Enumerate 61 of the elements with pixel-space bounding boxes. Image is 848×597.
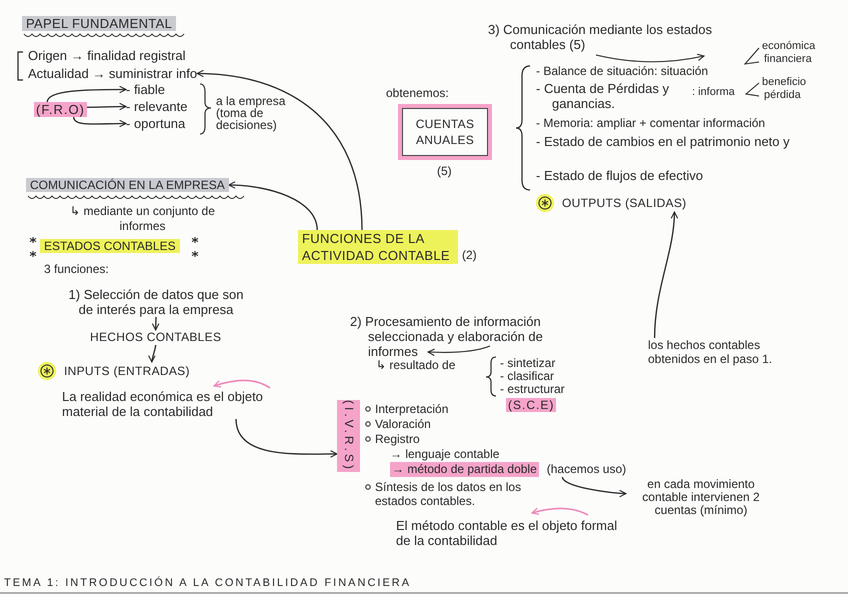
list-item: - Memoria: ampliar + comentar información (536, 116, 766, 130)
arrow (46, 86, 127, 102)
note-text: financiera (764, 53, 812, 66)
page-title: TEMA 1: INTRODUCCIÓN A LA CONTABILIDAD FINANCIERA (4, 577, 412, 590)
list-item: Síntesis de los datos en los estados contables. (375, 480, 522, 508)
arrow (562, 476, 627, 498)
arrow (235, 418, 338, 458)
note-text: Origen → finalidad registral (28, 48, 186, 63)
arrow (73, 116, 127, 128)
note-text: los hechos contables obtenidos en el paso 1. (648, 338, 780, 366)
arrow (148, 344, 156, 363)
list-item: - oportuna (126, 116, 186, 131)
note-text: Actualidad → suministrar info (28, 66, 198, 81)
arrow (152, 317, 160, 331)
highlighted-heading: PAPEL FUNDAMENTAL (22, 16, 176, 31)
highlighted-label: (I.V.R.S) (337, 400, 360, 472)
annotation-text: (5) (437, 164, 452, 178)
arrow (228, 181, 318, 230)
note-text: HECHOS CONTABLES (90, 330, 222, 345)
annotation-text: (2) (462, 248, 477, 262)
list-item: - relevante (126, 99, 188, 114)
note-text: 3 funciones: (44, 262, 109, 277)
highlighted-label: (F.R.O) (34, 102, 87, 117)
note-text: : informa (692, 86, 735, 99)
list-item: - sintetizar (500, 357, 556, 370)
list-item: → lenguaje contable (390, 447, 500, 461)
section-heading: 3) Comunicación mediante los estados contables (5) (488, 22, 714, 52)
list-item: - fiable (126, 82, 166, 97)
list-item: - clasificar (500, 370, 554, 383)
list-item: - Estado de cambios en el patrimonio neto y (536, 134, 791, 149)
list-item: Registro (375, 432, 420, 446)
note-text: OUTPUTS (SALIDAS) (562, 196, 686, 210)
highlighted-title: FUNCIONES DE LA ACTIVIDAD CONTABLE (298, 230, 458, 264)
note-text: La realidad económica es el objeto material de la contabilidad (62, 389, 294, 419)
list-item: - estructurar (500, 383, 565, 396)
note-text: ↳ mediante un conjunto de informes (69, 204, 216, 234)
note-text: INPUTS (ENTRADAS) (64, 364, 190, 378)
list-item: - Estado de flujos de efectivo (536, 168, 703, 183)
highlighted-text: → método de partida doble (390, 462, 539, 477)
note-text: (hacemos uso) (546, 462, 626, 477)
list-item: Interpretación (375, 402, 448, 416)
highlighted-label: (S.C.E) (506, 398, 556, 412)
note-text: a la empresa (toma de decisiones) (216, 95, 286, 131)
note-text: 2) Procesamiento de información seleccionada y elaboración de informes (350, 314, 590, 359)
list-item: - Cuenta de Pérdidas y ganancias. (536, 81, 670, 111)
note-text: económica (762, 40, 816, 53)
highlighted-heading: COMUNICACIÓN EN LA EMPRESA (26, 178, 229, 192)
arrow (196, 70, 363, 230)
arrow (86, 102, 127, 110)
highlighted-label: ESTADOS CONTABLES (40, 239, 180, 253)
outlined-box: CUENTAS ANUALES (398, 104, 492, 160)
note-text: El método contable es el objeto formal de la contabilidad (396, 518, 618, 548)
note-text: 1) Selección de datos que son de interés para la empresa (62, 287, 250, 317)
heading-text: obtenemos: (386, 86, 449, 100)
note-text: pérdida (764, 89, 801, 102)
note-text: ↳ resultado de (376, 358, 456, 372)
list-item: Valoración (375, 417, 431, 431)
note-text: en cada movimiento contable intervienen 2 cuentas (mínimo) (626, 478, 776, 517)
note-text: beneficio (762, 76, 806, 89)
list-item: - Balance de situación: situación (536, 64, 708, 78)
arrow (654, 211, 678, 338)
